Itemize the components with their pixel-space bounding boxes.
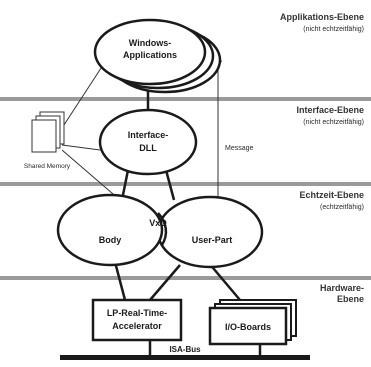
interface-dll-label-line1: Interface- [128,130,169,140]
shared-memory-node: Shared Memory [24,111,71,170]
body-label: Body [99,235,122,245]
vxd-user-part-ellipse [156,195,264,269]
divider-realtime-hardware [0,276,371,280]
connectors [113,90,262,355]
layer-dividers [0,97,371,280]
io-boards-node: I/O-Boards [208,299,297,346]
connector-dll-userpart [164,169,176,201]
vxd-node: VxD Body User-Part [56,193,264,269]
divider-application-interface [0,97,371,101]
io-boards-box-front [208,306,288,346]
layer-sub-application: (nicht echtzeitfähig) [303,26,364,33]
isa-bus-label: ISA-Bus [169,345,201,354]
shared-memory-links [61,61,121,201]
interface-dll-ellipse [98,108,198,176]
windows-applications-node: Windows- Applications [93,18,222,94]
shared-memory-link-app [61,61,106,129]
vxd-label: VxD [149,218,167,228]
shared-memory-page-front [31,119,57,153]
layer-sub-realtime: (echtzeitfähig) [320,204,364,211]
windows-app-label-line1: Windows- [129,38,171,48]
connector-userpart-ioboards [207,261,241,301]
interface-dll-node: Interface- DLL [98,108,198,176]
windows-app-label-line2: Applications [123,50,177,60]
divider-interface-realtime [0,182,371,186]
io-boards-label: I/O-Boards [225,322,271,332]
windows-app-front-ellipse [93,18,207,86]
user-part-label: User-Part [192,235,233,245]
vxd-overlap-arc [157,212,168,246]
isa-bus: ISA-Bus [60,345,310,360]
layer-titles: Applikations-Ebene (nicht echtzeitfähig)… [280,12,364,304]
accelerator-label-line2: Accelerator [112,321,162,331]
layer-sub-hardware: Ebene [337,294,364,304]
vxd-body-ellipse [56,193,164,267]
shared-memory-link-dll [61,144,101,151]
layer-sub-interface: (nicht echtzeitfähig) [303,119,364,126]
shared-memory-link-vxd [61,149,121,201]
layer-title-realtime: Echtzeit-Ebene [299,190,364,200]
shared-memory-label: Shared Memory [24,163,71,170]
layer-title-interface: Interface-Ebene [296,105,364,115]
message-label: Message [225,145,254,152]
layer-title-hardware: Hardware- [320,283,364,293]
accelerator-label-line1: LP-Real-Time- [107,308,167,318]
accelerator-box [91,298,183,342]
isa-bus-bar [60,355,310,360]
connector-body-accelerator [113,261,127,301]
layer-title-application: Applikations-Ebene [280,12,364,22]
accelerator-node: LP-Real-Time- Accelerator [91,298,183,342]
connector-userpart-accelerator [149,264,181,301]
interface-dll-label-line2: DLL [139,143,157,153]
